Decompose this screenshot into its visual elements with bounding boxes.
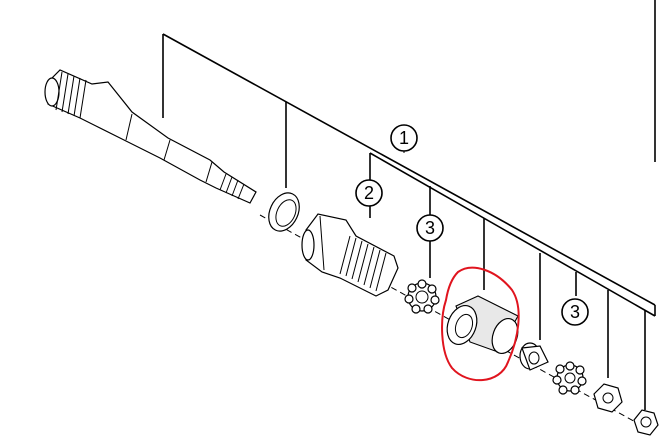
dust-seal-ring-icon	[268, 192, 300, 232]
callout-3b: 3	[561, 298, 589, 326]
callout-2: 2	[355, 179, 383, 207]
callout-3b-label: 3	[570, 302, 580, 322]
end-nut-icon	[633, 409, 659, 436]
ball-retainer-icon	[404, 279, 440, 314]
pedal-axle-spindle-icon	[44, 69, 257, 204]
ball-retainer-icon	[552, 361, 587, 395]
leader-lines	[162, 33, 656, 431]
cone-icon	[519, 342, 549, 371]
callout-3a-label: 3	[425, 218, 435, 238]
callout-1: 1	[390, 124, 418, 152]
callout-1-label: 1	[399, 128, 409, 148]
lock-nut-icon	[593, 383, 623, 413]
axle-sleeve-nut-icon	[301, 213, 399, 297]
callout-3a: 3	[416, 214, 444, 242]
callout-2-label: 2	[364, 183, 374, 203]
bushing-icon	[446, 295, 519, 355]
highlight-circle	[441, 266, 520, 382]
